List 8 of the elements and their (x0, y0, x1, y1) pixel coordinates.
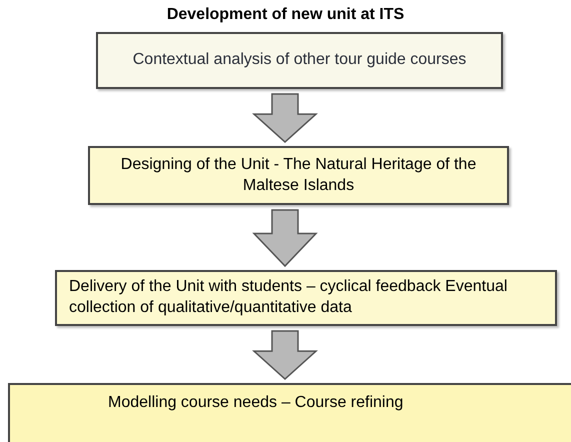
block-arrow (252, 209, 318, 268)
process-box: Contextual analysis of other tour guide courses (96, 32, 503, 89)
diagram-title: Development of new unit at ITS (166, 5, 406, 25)
process-box: Modelling course needs – Course refining (8, 383, 571, 442)
block-arrow (252, 93, 318, 143)
block-arrow (252, 330, 318, 380)
process-box: Designing of the Unit - The Natural Heritage of the Maltese Islands (88, 146, 509, 205)
process-box: Delivery of the Unit with students – cyclical feedback Eventual collection of qualitative/quantitative data (55, 270, 557, 326)
